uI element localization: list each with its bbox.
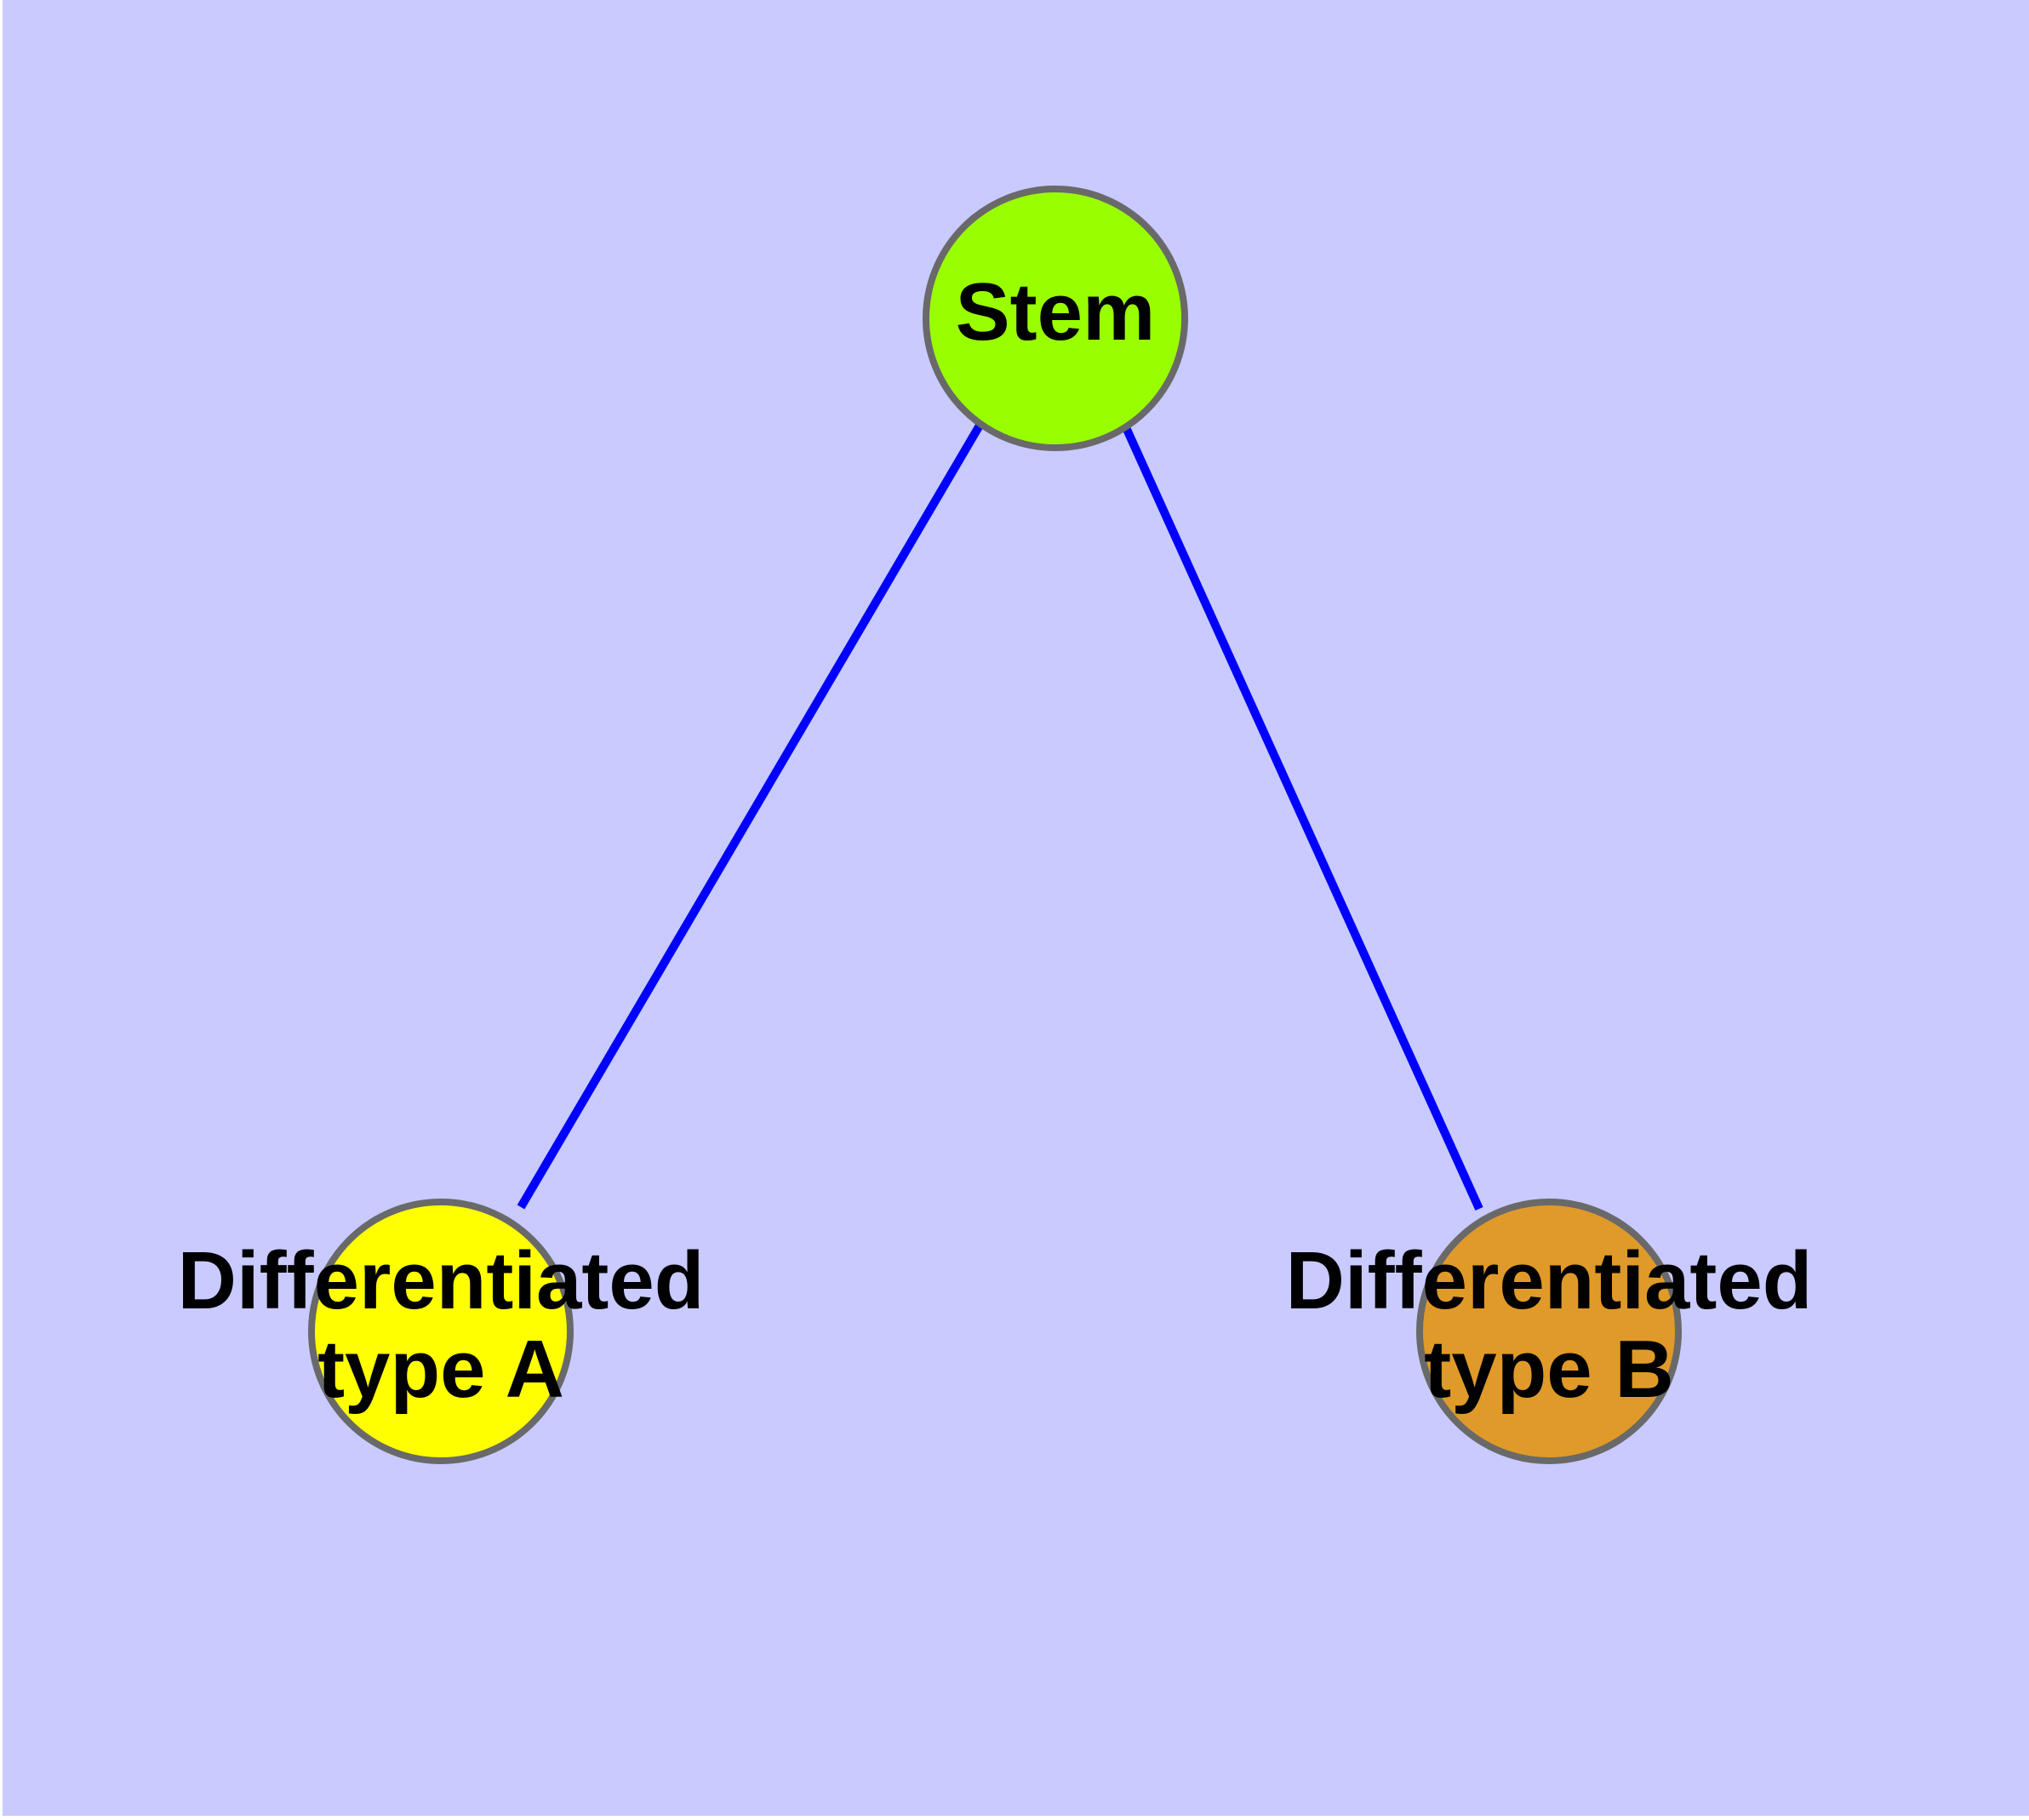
node-differentiated-type-a[interactable] [308,1199,574,1464]
node-differentiated-type-a-circle[interactable] [308,1199,574,1464]
node-stem-label: Stem [956,266,1156,358]
node-stem[interactable] [923,186,1188,451]
edge-stem-to-differentiated-type-a [517,421,985,1210]
node-group [308,186,1682,1464]
edge-group [517,421,1483,1211]
node-differentiated-type-b-circle[interactable] [1416,1199,1682,1464]
node-differentiated-type-b[interactable] [1416,1199,1682,1464]
node-stem-circle[interactable] [923,186,1188,451]
edge-stem-to-differentiated-type-b [1121,423,1483,1211]
